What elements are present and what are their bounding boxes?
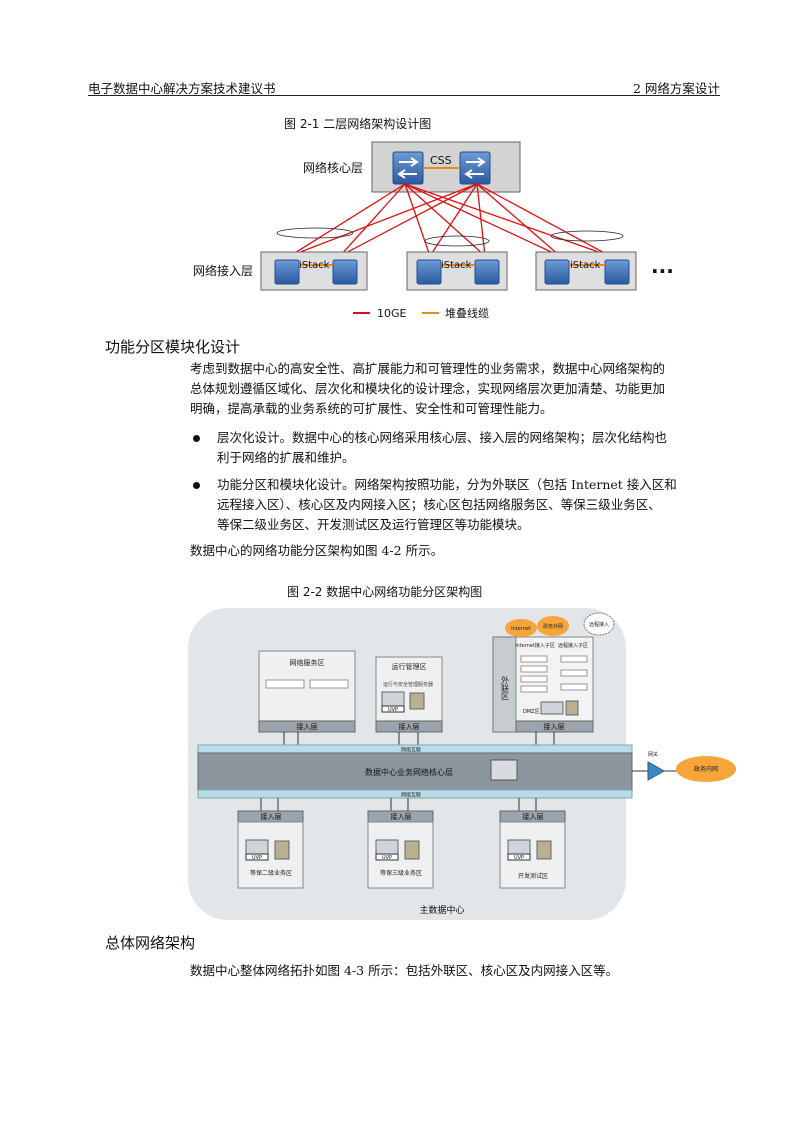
- zone-level3-label: 等保三级业务区: [380, 869, 422, 877]
- section-title-modular: 功能分区模块化设计: [105, 338, 241, 356]
- bullet-line: 功能分区和模块化设计。网络架构按照功能，分为外联区（包括 Internet 接入…: [217, 477, 677, 492]
- overall-paragraph: 数据中心整体网络拓扑如图 4-3 所示：包括外联区、核心区及内网接入区等。: [190, 963, 619, 978]
- core-layer-label: 网络核心层: [303, 160, 363, 175]
- remote-cloud-icon: [583, 612, 615, 636]
- internet-cloud-icon: [505, 619, 537, 637]
- access-layer-label: 接入层: [391, 812, 412, 821]
- access-layer-label: 接入层: [399, 722, 420, 731]
- bullet-line: 等保二级业务区、开发测试区及运行管理区等功能模块。: [217, 517, 530, 532]
- access-layer-label: 接入层: [297, 722, 318, 731]
- intranet-cloud-icon: [676, 756, 736, 782]
- section-title-overall: 总体网络架构: [105, 934, 196, 952]
- header-rule: [88, 95, 720, 96]
- uvp-label: UVP: [388, 707, 398, 713]
- legend-stack: 堆叠线缆: [445, 306, 489, 320]
- access-stack-3: iStack: [535, 251, 637, 291]
- dmz-label: DMZ区: [523, 709, 540, 715]
- main-dc-label: 主数据中心: [419, 904, 464, 916]
- access-layer-label: 网络接入层: [193, 263, 253, 278]
- zone-devtest-label: 开发测试区: [518, 872, 548, 880]
- zone-level2: 接入层 UVP 等保二级业务区: [237, 810, 304, 889]
- external-label: 外联区: [501, 675, 510, 700]
- interconnect-bottom: [197, 789, 633, 799]
- access-layer-label: 接入层: [523, 812, 544, 821]
- interconnect-label: 网络互联: [401, 792, 421, 799]
- css-label: CSS: [430, 154, 452, 167]
- ops-device-label: 运行与安全管理服务器: [383, 681, 433, 688]
- bullet-line: 层次化设计。数据中心的核心网络采用核心层、接入层的网络架构；层次化结构也: [217, 430, 668, 445]
- bullet-icon: [193, 482, 200, 489]
- uvp-label: UVP: [514, 855, 524, 861]
- access-layer-label: 接入层: [261, 812, 282, 821]
- more-ellipsis: ···: [651, 259, 674, 283]
- bullet-icon: [193, 435, 200, 442]
- bullet-line: 利于网络的扩展和维护。: [217, 450, 355, 465]
- ops-mgmt-label: 运行管理区: [392, 662, 427, 671]
- istack-label: iStack: [570, 260, 601, 271]
- intranet-label: 政务内网: [694, 765, 718, 773]
- internet-label: Internet: [511, 626, 531, 632]
- intro-paragraph: 考虑到数据中心的高安全性、高扩展能力和可管理性的业务需求，数据中心网络架构的 总…: [190, 359, 718, 419]
- 10ge-links: [289, 183, 611, 257]
- zone-level3: 接入层 UVP 等保三级业务区: [367, 810, 434, 889]
- closing-sentence: 数据中心的网络功能分区架构如图 4-2 所示。: [190, 543, 444, 558]
- header-doc-title: 电子数据中心解决方案技术建议书: [88, 81, 276, 96]
- remote-zone-label: 远程接入子区: [558, 642, 588, 649]
- istack-label: iStack: [299, 260, 330, 271]
- access-stack-2: iStack: [406, 251, 508, 291]
- figure2-caption: 图 2-2 数据中心网络功能分区架构图: [287, 585, 483, 599]
- uvp-label: UVP: [252, 855, 262, 861]
- access-layer-label: 接入层: [544, 722, 565, 731]
- zone-level2-label: 等保二级业务区: [250, 869, 292, 877]
- figure1-diagram: 网络核心层 CSS 网络接入层 iStack iStack: [193, 141, 674, 320]
- istack-label: iStack: [441, 260, 472, 271]
- interconnect-label: 网络互联: [401, 747, 421, 754]
- access-stack-1: iStack: [260, 251, 368, 291]
- core-switch-icon: [392, 151, 424, 185]
- gateway-label: 网关: [648, 751, 658, 758]
- gov-ext-cloud-icon: [537, 616, 569, 636]
- core-switch-icon: [490, 759, 518, 781]
- internet-zone-label: Internet接入子区: [515, 642, 555, 649]
- uvp-label: UVP: [382, 855, 392, 861]
- intro-line: 明确，提高承载的业务系统的可扩展性、安全性和可管理性能力。: [190, 401, 553, 416]
- figure2-diagram: 网络服务区 接入层 运行管理区 运行与安全管理服务器 UVP 接入层 外联区 I…: [188, 608, 736, 920]
- gov-ext-label: 政务外网: [543, 623, 563, 630]
- legend-10ge: 10GE: [377, 307, 407, 320]
- core-switch-icon: [459, 151, 491, 185]
- header-chapter: 2 网络方案设计: [633, 81, 720, 96]
- bullet-modular: 功能分区和模块化设计。网络架构按照功能，分为外联区（包括 Internet 接入…: [217, 475, 718, 535]
- figure1-caption: 图 2-1 二层网络架构设计图: [284, 117, 432, 131]
- gateway-icon: [647, 761, 666, 781]
- intro-line: 考虑到数据中心的高安全性、高扩展能力和可管理性的业务需求，数据中心网络架构的: [190, 361, 666, 376]
- network-service-label: 网络服务区: [290, 658, 325, 667]
- intro-line: 总体规划遵循区域化、层次化和模块化的设计理念，实现网络层次更加清楚、功能更加: [190, 381, 666, 396]
- bullet-hierarchical: 层次化设计。数据中心的核心网络采用核心层、接入层的网络架构；层次化结构也 利于网…: [217, 428, 718, 468]
- bullet-line: 远程接入区）、核心区及内网接入区；核心区包括网络服务区、等保三级业务区、: [217, 497, 661, 512]
- core-layer-label: 数据中心业务网络核心层: [365, 767, 453, 777]
- remote-label: 远程接入: [589, 621, 609, 628]
- zone-devtest: 接入层 UVP 开发测试区: [499, 810, 566, 889]
